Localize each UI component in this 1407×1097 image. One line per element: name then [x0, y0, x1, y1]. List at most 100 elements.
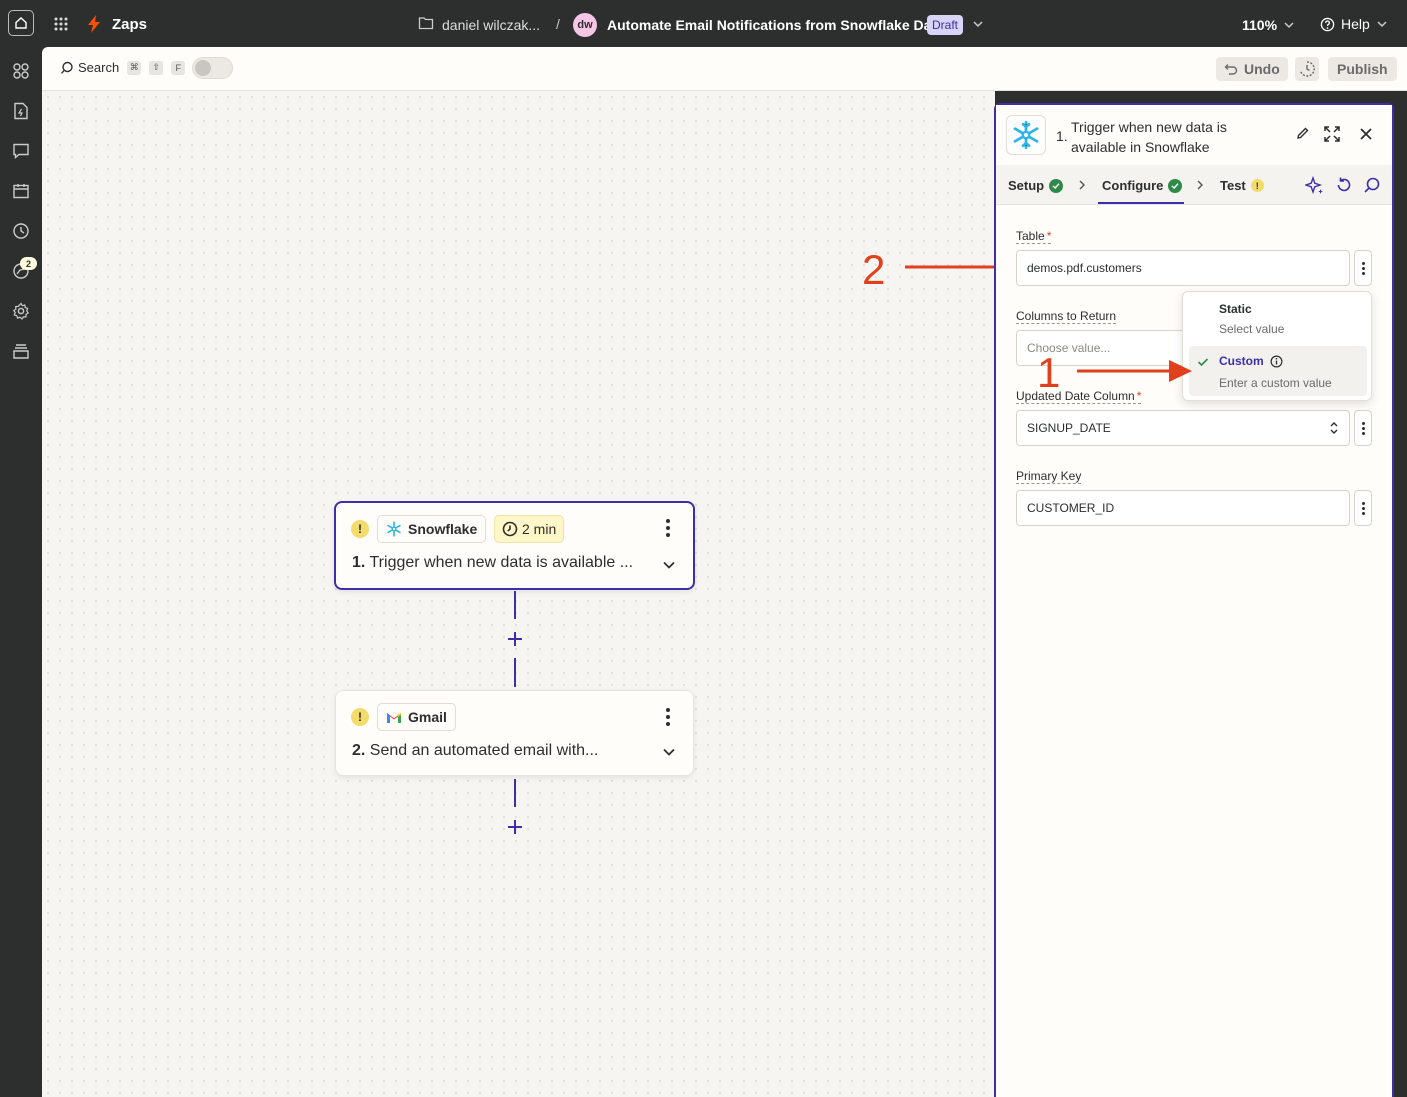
step-menu-button[interactable]: [665, 519, 671, 537]
app-name[interactable]: Zaps: [112, 16, 148, 33]
close-icon[interactable]: [1359, 127, 1373, 141]
home-icon: [15, 17, 27, 29]
menu-item-custom[interactable]: Custom Enter a custom value: [1189, 346, 1367, 396]
search-button[interactable]: Search ⌘ ⇧ F: [60, 60, 186, 75]
chevron-right-icon: [1078, 179, 1086, 191]
connector-line: [514, 658, 516, 687]
help-menu[interactable]: Help: [1320, 16, 1388, 32]
table-field-label: Table*: [1016, 229, 1052, 244]
mode-toggle[interactable]: [192, 57, 233, 79]
gear-icon[interactable]: [11, 301, 31, 321]
ai-sparkle-icon[interactable]: [1305, 176, 1325, 196]
info-icon[interactable]: [1270, 355, 1283, 368]
archive-icon[interactable]: [11, 341, 31, 361]
publish-button[interactable]: Publish: [1328, 57, 1397, 81]
step-number: 2.: [352, 742, 366, 759]
folder-icon: [418, 16, 434, 30]
snowflake-logo-icon: [1006, 115, 1046, 155]
left-sidebar: 2: [0, 47, 42, 1097]
expand-chevron-icon[interactable]: [662, 560, 676, 570]
step-card-action[interactable]: ! Gmail 2. Send an automated email with.…: [335, 690, 694, 776]
avatar[interactable]: dw: [573, 13, 597, 37]
undo-button[interactable]: Undo: [1216, 57, 1288, 81]
app-chip-label: Snowflake: [408, 521, 478, 537]
step-menu-button[interactable]: [665, 708, 671, 726]
zoom-dropdown[interactable]: 110%: [1242, 17, 1295, 33]
pencil-icon[interactable]: [1296, 126, 1310, 140]
value-mode-menu: Static Select value Custom Enter a custo…: [1182, 291, 1372, 401]
active-tab-indicator: [1098, 202, 1184, 204]
zap-file-icon[interactable]: [11, 101, 31, 121]
annotation-number-2: 2: [862, 246, 886, 293]
chevron-down-icon: [1377, 21, 1387, 28]
undo-label: Undo: [1244, 61, 1280, 77]
table-field-options-button[interactable]: [1354, 250, 1372, 286]
chat-icon[interactable]: [11, 141, 31, 161]
menu-item-title: Static: [1219, 302, 1252, 316]
step-title-text: Send an automated email with...: [369, 742, 599, 759]
app-chip-gmail: Gmail: [377, 703, 456, 731]
menu-item-subtitle: Select value: [1219, 322, 1285, 336]
zap-canvas[interactable]: ! Snowflake 2 min 1. Trigger when new da…: [42, 91, 995, 1097]
add-step-plus-icon[interactable]: [506, 818, 524, 836]
tab-test[interactable]: Test !: [1220, 178, 1264, 193]
search-icon[interactable]: [1363, 176, 1381, 194]
connector-line: [514, 779, 516, 807]
warning-icon: !: [351, 520, 369, 538]
history-icon[interactable]: [11, 221, 31, 241]
folder-name-link[interactable]: daniel wilczak...: [442, 17, 541, 33]
tab-setup[interactable]: Setup: [1008, 178, 1064, 193]
notification-badge: 2: [20, 257, 37, 270]
menu-item-title: Custom: [1219, 354, 1283, 368]
chevron-down-icon[interactable]: [972, 19, 984, 29]
chevron-down-icon: [1284, 22, 1294, 29]
undo-icon: [1224, 64, 1238, 75]
apps-grid-icon[interactable]: [53, 16, 69, 32]
version-history-button[interactable]: [1295, 57, 1319, 81]
step-title: 1. Trigger when new data is available ..…: [352, 554, 633, 572]
refresh-icon[interactable]: [1335, 176, 1353, 194]
step-title: 2. Send an automated email with...: [352, 742, 598, 760]
zap-title[interactable]: Automate Email Notifications from Snowfl…: [607, 17, 944, 33]
columns-field-label: Columns to Return: [1016, 309, 1117, 324]
apps-icon[interactable]: [11, 61, 31, 81]
zoom-level: 110%: [1242, 17, 1278, 33]
annotation-arrow-icon: [1077, 360, 1192, 382]
menu-item-subtitle: Enter a custom value: [1219, 376, 1332, 390]
primary-key-options-button[interactable]: [1354, 490, 1372, 526]
editor-toolbar: Search ⌘ ⇧ F Undo Publish: [42, 47, 1407, 91]
toggle-knob: [195, 60, 211, 76]
panel-tabs: Setup Configure Test !: [996, 165, 1392, 205]
updown-chevron-icon: [1330, 422, 1338, 434]
updated-date-select[interactable]: SIGNUP_DATE: [1016, 410, 1350, 446]
panel-step-number: 1.: [1056, 128, 1068, 144]
expand-icon[interactable]: [1323, 125, 1341, 143]
breadcrumb-separator: /: [556, 16, 560, 32]
app-chip-snowflake: Snowflake: [377, 515, 487, 543]
tab-configure[interactable]: Configure: [1102, 178, 1183, 193]
tab-label: Test: [1220, 178, 1246, 193]
poll-time-label: 2 min: [522, 521, 557, 537]
updated-date-options-button[interactable]: [1354, 410, 1372, 446]
primary-key-field[interactable]: CUSTOMER_ID: [1016, 490, 1350, 526]
calendar-icon[interactable]: [11, 181, 31, 201]
search-icon: [60, 61, 73, 74]
step-number: 1.: [352, 554, 366, 571]
menu-item-static[interactable]: Static Select value: [1189, 294, 1367, 344]
tab-label: Setup: [1008, 178, 1045, 193]
check-icon: [1197, 358, 1209, 367]
zapier-bolt-icon: [86, 14, 102, 34]
add-step-plus-icon[interactable]: [506, 630, 524, 648]
panel-header: 1. Trigger when new data is available in…: [996, 105, 1392, 165]
shortcut-key: ⌘: [127, 60, 142, 75]
step-card-trigger[interactable]: ! Snowflake 2 min 1. Trigger when new da…: [334, 501, 695, 590]
shortcut-key: F: [171, 60, 186, 75]
home-button[interactable]: [8, 10, 34, 36]
tab-label: Configure: [1102, 178, 1164, 193]
updated-date-value: SIGNUP_DATE: [1027, 421, 1111, 435]
warning-icon: !: [351, 708, 369, 726]
expand-chevron-icon[interactable]: [662, 747, 676, 757]
table-field[interactable]: demos.pdf.customers: [1016, 250, 1350, 286]
check-icon: [1168, 178, 1183, 193]
snowflake-logo-icon: [387, 521, 401, 537]
